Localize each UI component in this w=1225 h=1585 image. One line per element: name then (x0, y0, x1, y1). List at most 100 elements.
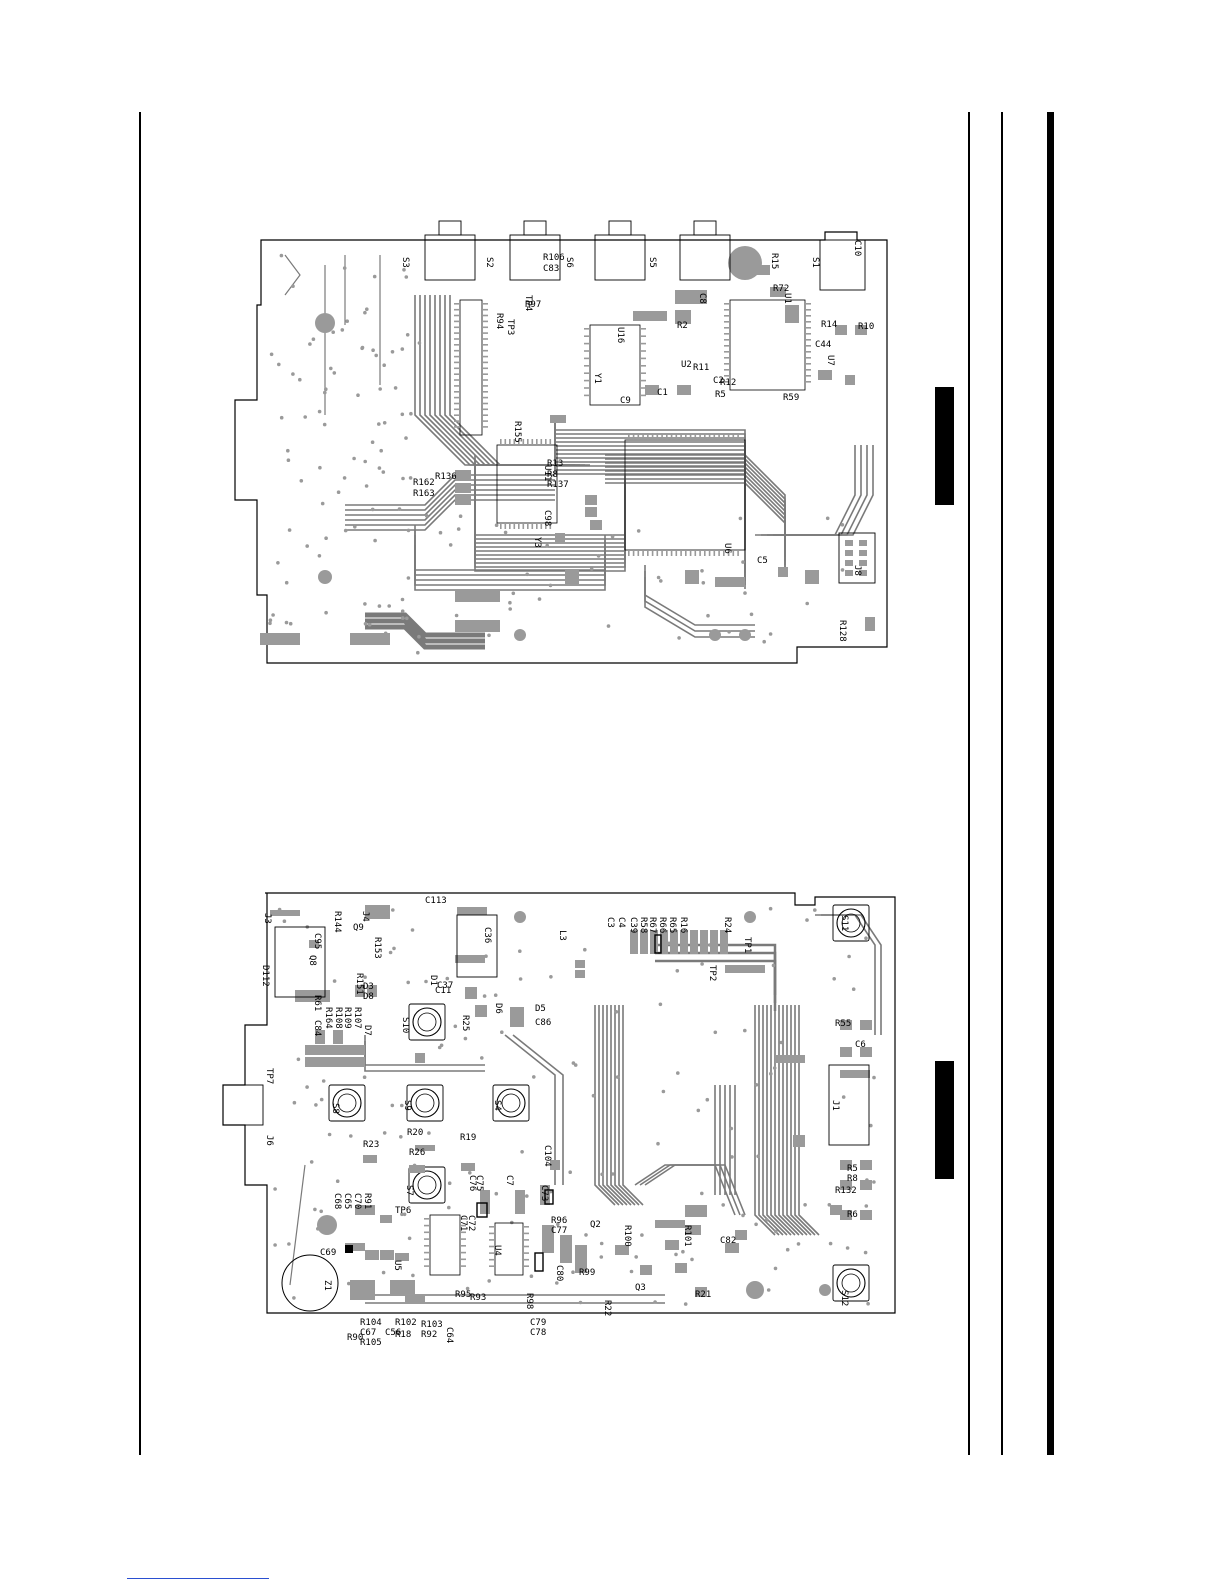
via (268, 621, 272, 626)
via (779, 1040, 783, 1045)
mounting-hole (744, 911, 756, 923)
via (555, 1281, 559, 1285)
via (518, 949, 522, 953)
chip-pin (545, 439, 547, 445)
via (841, 1095, 846, 1099)
via (352, 456, 356, 461)
chip-pin (647, 550, 649, 556)
via (596, 554, 601, 558)
via (286, 448, 290, 453)
copper-trace (345, 489, 555, 521)
chip-pin (482, 338, 488, 340)
footer-link-underline[interactable] (127, 1577, 269, 1579)
chip-pin (666, 550, 668, 556)
smd-pad (309, 940, 319, 948)
via (411, 1273, 415, 1278)
top-label-r59: R59 (783, 393, 799, 403)
smd-pad (670, 930, 678, 954)
via (387, 604, 391, 608)
chip-pin (518, 523, 520, 529)
via (400, 347, 405, 351)
switch-s11-inner (841, 913, 861, 933)
mounting-hole (315, 313, 335, 333)
via (772, 1066, 777, 1070)
smd-pad (455, 620, 500, 632)
smd-pad (560, 1235, 572, 1263)
via (700, 1191, 704, 1196)
via (323, 390, 327, 395)
via (397, 507, 402, 511)
via (454, 613, 459, 618)
via (406, 980, 410, 985)
chip-pin (424, 1245, 430, 1247)
chip-pin (489, 1239, 495, 1241)
copper-trace (774, 1005, 796, 1236)
chip-pin (482, 385, 488, 387)
copper-trace (782, 1005, 804, 1236)
via (785, 1247, 790, 1252)
via (437, 1045, 442, 1050)
via (399, 1135, 403, 1139)
smd-pad (260, 633, 300, 645)
via (287, 1242, 291, 1246)
smd-pad (455, 483, 471, 493)
bottom-label-c82: C82 (720, 1236, 736, 1246)
bottom-label-c80: C80 (554, 1265, 564, 1281)
chip-pin (670, 550, 673, 556)
side-switch (594, 234, 646, 281)
chip-pin (724, 303, 730, 305)
bottom-label-q2: Q2 (590, 1220, 601, 1230)
bottom-label-c95: C95 (312, 933, 322, 949)
smd-pad (455, 955, 485, 963)
via (706, 613, 710, 618)
top-label-r2: R2 (677, 321, 688, 331)
via (525, 572, 529, 577)
via (511, 591, 516, 596)
chip-pin (454, 361, 460, 364)
top-label-s5: S5 (647, 257, 657, 268)
bottom-label-r90: R90 (347, 1333, 363, 1343)
top-label-s1: S1 (810, 257, 820, 268)
chip-pin (584, 350, 590, 352)
via (766, 1288, 771, 1292)
via (681, 1249, 685, 1254)
via (353, 525, 357, 529)
smd-pad (615, 1245, 629, 1255)
bottom-label-r108: R108 (333, 1007, 343, 1029)
via (634, 1255, 638, 1259)
chip-pin (454, 396, 460, 399)
copper-trace (365, 618, 485, 644)
chip-pin (523, 1226, 529, 1228)
via (851, 987, 856, 991)
via (696, 1108, 701, 1113)
chip-pin (805, 303, 811, 305)
copper-trace (767, 445, 868, 536)
top-label-tp3: TP3 (505, 319, 515, 335)
chip-pin (651, 550, 654, 556)
via (548, 583, 553, 588)
via (342, 476, 347, 480)
bottom-label-r92: R92 (421, 1330, 437, 1340)
smd-pad (830, 1205, 842, 1215)
switch-s9 (406, 1084, 444, 1122)
smd-pad (645, 385, 659, 395)
copper-trace (655, 959, 777, 1011)
top-label-r14: R14 (821, 320, 837, 330)
connector-j1 (828, 1064, 870, 1146)
connector-pin (859, 570, 867, 576)
smd-pad (680, 930, 688, 954)
chip-pin (460, 1245, 466, 1247)
switch-s4-ring (496, 1088, 526, 1118)
smd-pad (305, 1045, 365, 1055)
via (494, 523, 499, 527)
smd-pad (785, 305, 799, 323)
top-label-s6: S6 (564, 257, 574, 268)
smd-pad (575, 970, 585, 978)
smd-pad (725, 965, 765, 973)
copper-trace (414, 545, 606, 591)
bottom-label-u5: U5 (392, 1260, 402, 1271)
via (292, 1296, 296, 1300)
side-switch (679, 234, 731, 281)
bottom-label-q3: Q3 (635, 1283, 646, 1293)
